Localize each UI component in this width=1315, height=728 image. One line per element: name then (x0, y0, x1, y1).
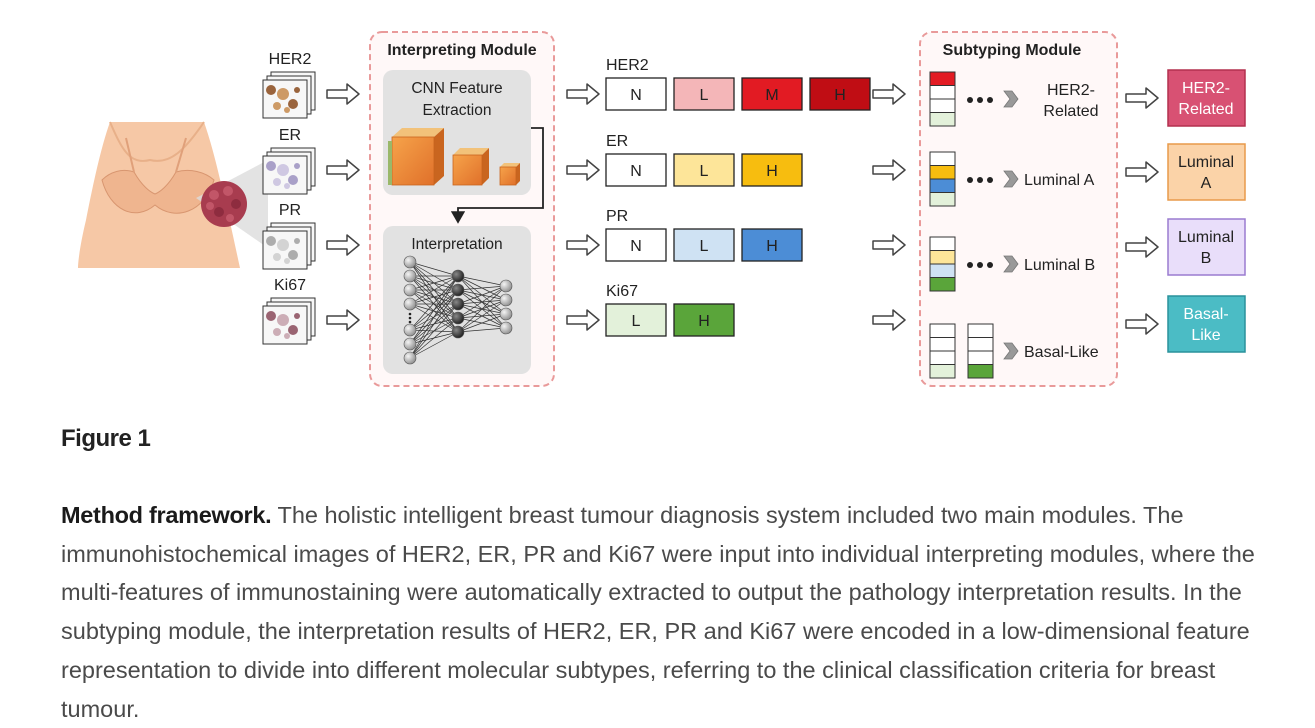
to-subtype-arrow-her2 (872, 83, 906, 105)
svg-text:L: L (700, 238, 709, 255)
input-arrow-her2 (326, 83, 360, 105)
svg-text:N: N (630, 238, 642, 255)
svg-text:H: H (766, 163, 778, 180)
to-subtype-arrow-er (872, 159, 906, 181)
tumour-icon (201, 181, 247, 227)
result-cell-her2-n: N (605, 77, 667, 111)
input-label-ki67: Ki67 (274, 277, 306, 294)
result-cell-er-h: H (741, 153, 803, 187)
chevron-icon (1003, 90, 1019, 108)
figure-caption: Method framework. The holistic intellige… (61, 496, 1271, 728)
svg-text:Luminal B: Luminal B (1024, 257, 1095, 274)
svg-text:Related: Related (1178, 101, 1233, 118)
output-box-basal-like: Basal- Like (1167, 295, 1246, 353)
figure-label: Figure 1 (61, 425, 151, 452)
to-result-arrow-her2 (566, 83, 600, 105)
svg-text:M: M (765, 87, 778, 104)
subtype-encoding-2: Luminal A (929, 151, 1095, 207)
svg-text:Related: Related (1043, 103, 1098, 120)
svg-text:Luminal A: Luminal A (1024, 172, 1095, 189)
marker-label-her2: HER2 (606, 57, 649, 74)
svg-text:L: L (700, 163, 709, 180)
chevron-icon (1003, 255, 1019, 273)
marker-label-er: ER (606, 133, 628, 150)
result-cell-her2-l: L (673, 77, 735, 111)
cnn-label-line1: CNN Feature (411, 80, 502, 97)
chevron-icon (1003, 170, 1019, 188)
result-cell-her2-m: M (741, 77, 803, 111)
result-cell-er-n: N (605, 153, 667, 187)
subtype-encoding-3: Luminal B (929, 236, 1095, 292)
result-cell-pr-n: N (605, 228, 667, 262)
output-box-her2-: HER2- Related (1167, 69, 1246, 127)
svg-text:H: H (698, 313, 710, 330)
to-subtype-arrow-pr (872, 234, 906, 256)
ihc-image-stack-er (262, 147, 316, 195)
result-cell-ki67-l: L (605, 303, 667, 337)
input-arrow-ki67 (326, 309, 360, 331)
input-arrow-pr (326, 234, 360, 256)
svg-text:L: L (632, 313, 641, 330)
marker-label-ki67: Ki67 (606, 283, 638, 300)
cnn-cubes-icon (388, 128, 520, 186)
to-result-arrow-ki67 (566, 309, 600, 331)
subtyping-module-title: Subtyping Module (943, 42, 1082, 59)
ihc-image-stack-pr (262, 222, 316, 270)
result-cell-pr-h: H (741, 228, 803, 262)
to-subtype-arrow-ki67 (872, 309, 906, 331)
caption-body: The holistic intelligent breast tumour d… (61, 502, 1255, 722)
output-arrow-2 (1125, 161, 1159, 183)
result-cell-er-l: L (673, 153, 735, 187)
svg-text:Basal-: Basal- (1183, 306, 1228, 323)
output-arrow-3 (1125, 236, 1159, 258)
cnn-label-line2: Extraction (423, 102, 492, 119)
interpreting-module-title: Interpreting Module (387, 42, 536, 59)
breast-illustration (78, 121, 268, 268)
result-cell-pr-l: L (673, 228, 735, 262)
svg-text:Luminal: Luminal (1178, 229, 1234, 246)
output-arrow-4 (1125, 313, 1159, 335)
interpretation-label: Interpretation (411, 236, 502, 253)
svg-text:H: H (766, 238, 778, 255)
ihc-image-stack-ki67 (262, 297, 316, 345)
subtype-encoding-1: HER2- Related (929, 71, 1099, 127)
ihc-image-stack-her2 (262, 71, 316, 119)
to-result-arrow-er (566, 159, 600, 181)
svg-text:H: H (834, 87, 846, 104)
svg-text:Like: Like (1191, 327, 1220, 344)
svg-text:Luminal: Luminal (1178, 154, 1234, 171)
neural-network-icon (403, 255, 513, 365)
svg-text:HER2-: HER2- (1182, 80, 1230, 97)
input-arrow-er (326, 159, 360, 181)
output-arrow-1 (1125, 87, 1159, 109)
input-label-her2: HER2 (269, 51, 312, 68)
to-result-arrow-pr (566, 234, 600, 256)
svg-text:N: N (630, 163, 642, 180)
input-label-pr: PR (279, 202, 301, 219)
svg-text:Basal-Like: Basal-Like (1024, 344, 1099, 361)
svg-text:HER2-: HER2- (1047, 82, 1095, 99)
svg-text:A: A (1201, 175, 1212, 192)
marker-label-pr: PR (606, 208, 628, 225)
chevron-icon (1003, 342, 1019, 360)
svg-text:L: L (700, 87, 709, 104)
svg-text:B: B (1201, 250, 1212, 267)
result-cell-ki67-h: H (673, 303, 735, 337)
interpreting-module: Interpreting Module CNN Feature Extracti… (369, 31, 555, 387)
subtype-encoding-4: Basal-Like (929, 323, 1099, 379)
result-cell-her2-h: H (809, 77, 871, 111)
input-label-er: ER (279, 127, 301, 144)
caption-lead: Method framework. (61, 502, 272, 528)
svg-text:N: N (630, 87, 642, 104)
